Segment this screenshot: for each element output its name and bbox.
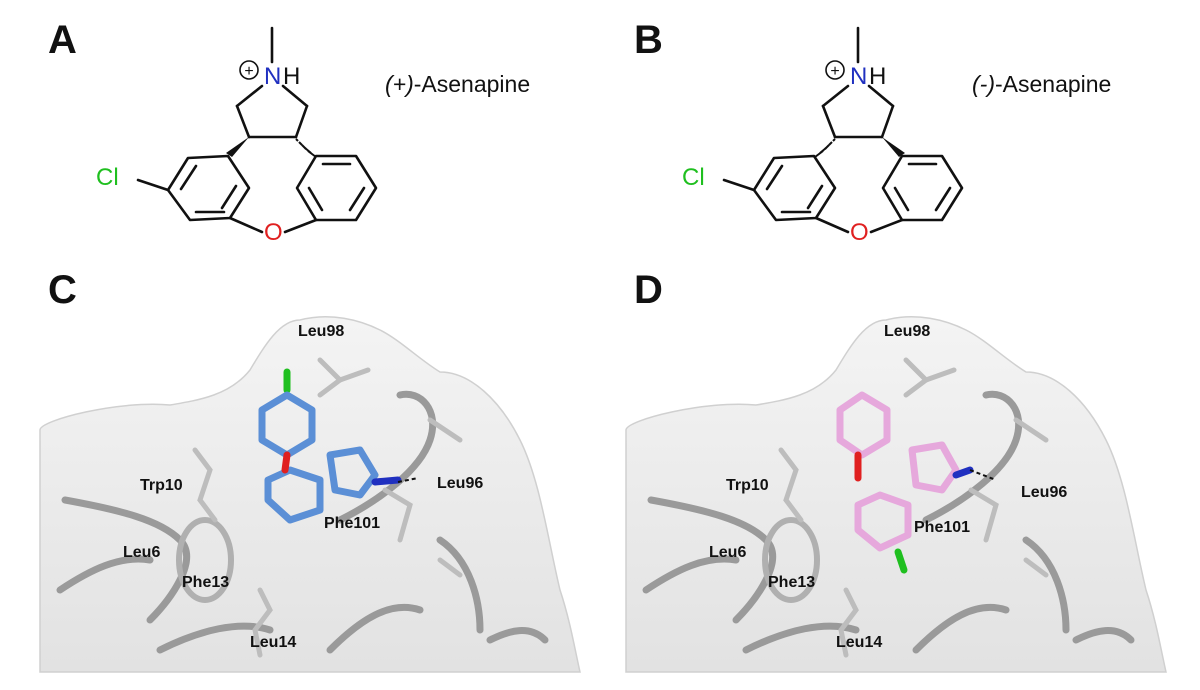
panel-letter-d: D [634,268,663,312]
residue-sticks-d [778,357,1049,658]
structure-a [136,26,378,234]
compound-name-b: (-)-Asenapine [972,71,1111,97]
residue-label-d-phe101: Phe101 [914,519,970,536]
helix-d [762,517,820,603]
residue-label-c-leu98: Leu98 [298,323,344,340]
charge-sign-b: + [830,63,839,80]
wedge-bond-b [882,137,905,157]
atom-h-b: H [869,63,886,90]
wedge-bond-a [226,137,249,157]
ligand-ring2-d [854,491,912,552]
panel-letter-c: C [48,268,77,312]
atom-o-a: O [264,219,283,246]
ligand-ring3-c [326,446,379,499]
ligand-c [258,368,402,524]
structure-b [722,26,964,234]
compound-name-a: (+)-Asenapine [385,71,530,97]
residue-label-d-trp10: Trp10 [726,477,769,494]
protein-surface-d [625,315,1167,673]
residue-label-c-leu6: Leu6 [123,544,160,561]
panel-letter-b: B [634,18,663,62]
residue-label-c-trp10: Trp10 [140,477,183,494]
atom-cl-b: Cl [682,164,705,191]
panel-letter-a: A [48,18,77,62]
residue-label-d-leu98: Leu98 [884,323,930,340]
residue-label-c-phe101: Phe101 [324,515,380,532]
ligand-ring3-d [908,441,960,494]
name-suffix-b: -Asenapine [995,71,1111,97]
residue-label-d-leu14: Leu14 [836,634,882,651]
name-suffix-a: -Asenapine [414,71,530,97]
hash-bond-b [814,138,836,158]
hbond-c [397,477,419,483]
ligand-ring2-c [264,466,324,524]
residue-label-d-leu6: Leu6 [709,544,746,561]
hash-bond-a [295,138,317,158]
residue-label-c-phe13: Phe13 [182,574,229,591]
stereo-prefix-b: (-) [972,71,995,97]
residue-sticks-c [192,357,463,658]
protein-surface-c [39,315,581,673]
hbond-d [969,469,997,481]
atom-n-a: N [264,63,281,90]
residue-label-d-leu96: Leu96 [1021,484,1067,501]
ligand-d [836,391,974,574]
atom-n-b: N [850,63,867,90]
charge-sign-a: + [244,63,253,80]
atom-o-b: O [850,219,869,246]
residue-label-c-leu14: Leu14 [250,634,296,651]
charge-circle-a [239,60,259,80]
residue-label-d-phe13: Phe13 [768,574,815,591]
atom-cl-a: Cl [96,164,119,191]
atom-h-a: H [283,63,300,90]
docking-view-d: Leu98 Trp10 Leu96 Phe101 Leu6 Phe13 Leu1… [625,315,1167,673]
helix-c [176,517,234,603]
stereo-prefix-a: (+) [385,71,414,97]
docking-view-c: Leu98 Trp10 Leu96 Phe101 Leu6 Phe13 Leu1… [39,315,581,673]
residue-label-c-leu96: Leu96 [437,475,483,492]
charge-circle-b [825,60,845,80]
ligand-ring1-d [836,391,891,459]
